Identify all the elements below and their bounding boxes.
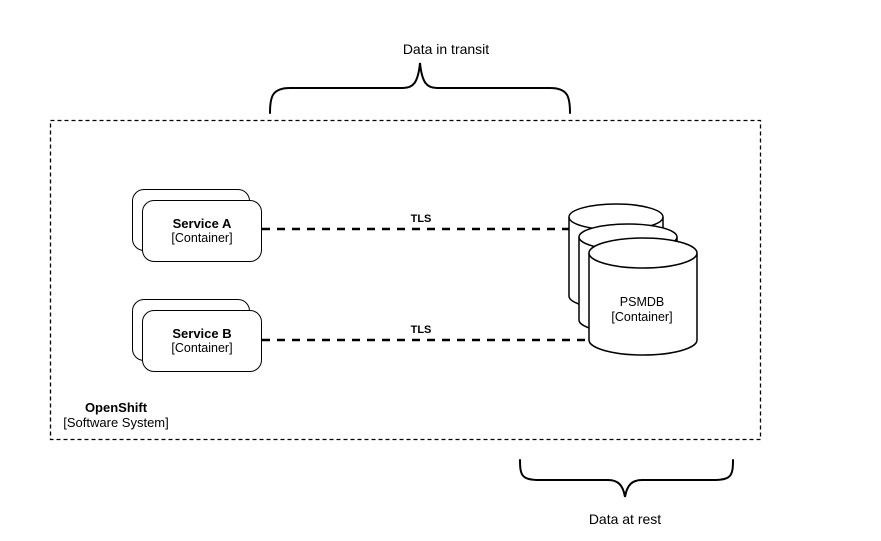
boundary-rect	[49, 119, 762, 441]
psmdb-name: PSMDB	[619, 295, 665, 309]
service-a-type: [Container]	[171, 231, 233, 245]
service-a-box: Service A [Container]	[142, 200, 262, 262]
boundary-type: [Software System]	[63, 415, 169, 430]
service-b-type: [Container]	[171, 341, 233, 355]
service-b-box: Service B [Container]	[142, 310, 262, 372]
data-in-transit-label: Data in transit	[402, 41, 490, 57]
psmdb-label: PSMDB [Container]	[611, 295, 672, 325]
data-at-rest-label: Data at rest	[588, 511, 662, 527]
psmdb-type: [Container]	[611, 310, 673, 324]
tls-label-b: TLS	[407, 324, 435, 336]
boundary-name: OpenShift	[84, 400, 148, 415]
top-brace	[269, 62, 571, 114]
service-b-name: Service B	[172, 326, 232, 341]
service-a-name: Service A	[172, 216, 232, 231]
database-cylinder-front	[588, 237, 698, 356]
boundary-label: OpenShift [Software System]	[63, 400, 168, 430]
bottom-brace	[519, 459, 734, 498]
tls-label-a: TLS	[407, 213, 435, 225]
